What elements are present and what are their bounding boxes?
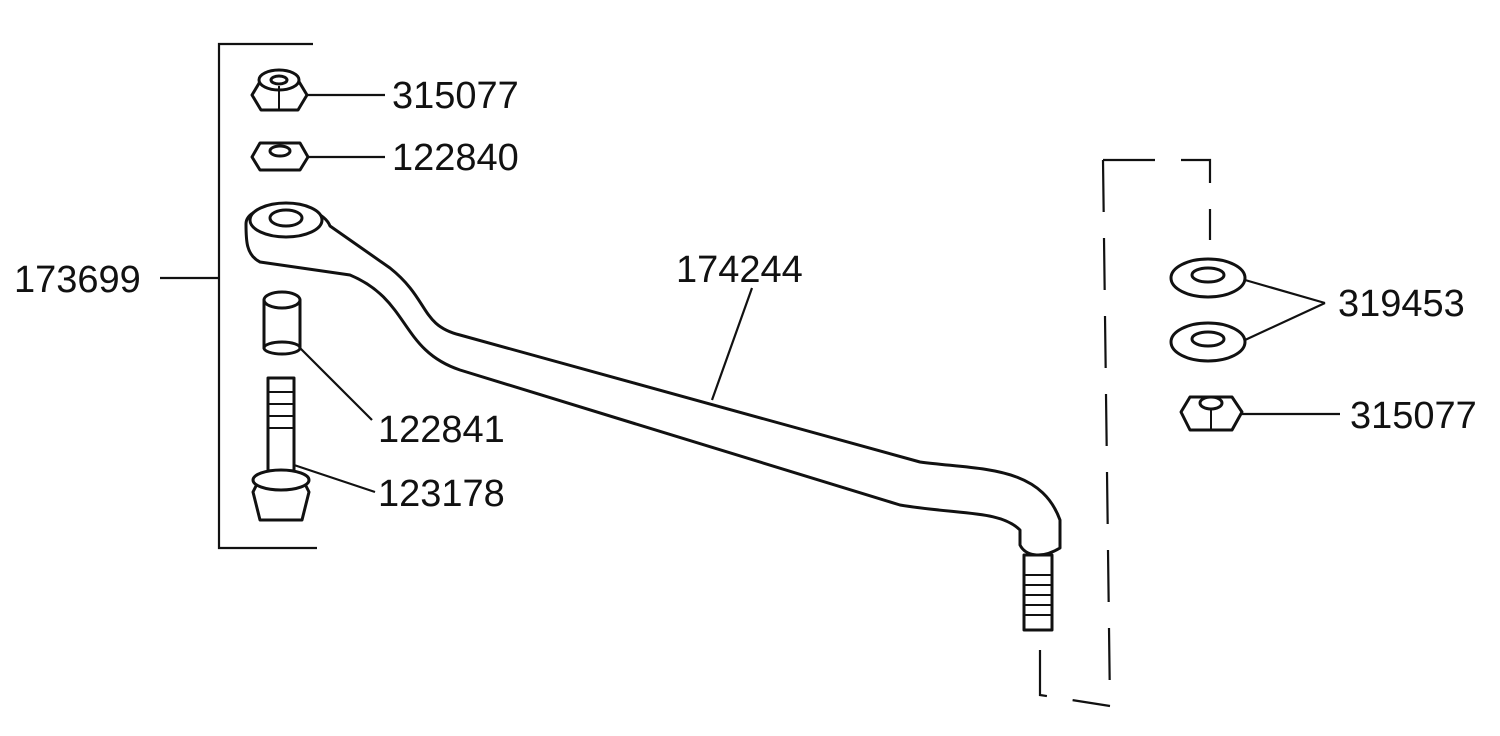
leader-washer-right-1 <box>1244 278 1326 305</box>
spacer-icon <box>262 290 302 356</box>
locknut-right-icon <box>1179 395 1244 432</box>
washer-top-icon <box>250 141 310 172</box>
leader-drag-link <box>710 287 754 401</box>
right-bracket-side <box>1101 159 1112 707</box>
drag-link-icon <box>244 201 1062 632</box>
leader-bolt <box>293 463 376 494</box>
label-nut-top: 315077 <box>392 75 519 117</box>
right-bracket-lower <box>1038 650 1111 708</box>
washer-right-1-icon <box>1169 257 1247 299</box>
label-assembly: 173699 <box>14 259 141 301</box>
leader-spacer <box>299 347 373 421</box>
label-washers-right: 319453 <box>1338 283 1465 325</box>
label-nut-right: 315077 <box>1350 395 1477 437</box>
bolt-icon <box>251 376 311 522</box>
label-drag-link: 174244 <box>676 249 803 291</box>
label-washer-top: 122840 <box>392 137 519 179</box>
label-bolt: 123178 <box>378 473 505 515</box>
assembly-bracket <box>217 42 317 550</box>
washer-right-2-icon <box>1169 321 1247 363</box>
locknut-top-icon <box>250 68 309 112</box>
leader-washer-right-2 <box>1244 302 1326 341</box>
label-spacer: 122841 <box>378 409 505 451</box>
right-bracket-upper <box>1103 158 1212 240</box>
